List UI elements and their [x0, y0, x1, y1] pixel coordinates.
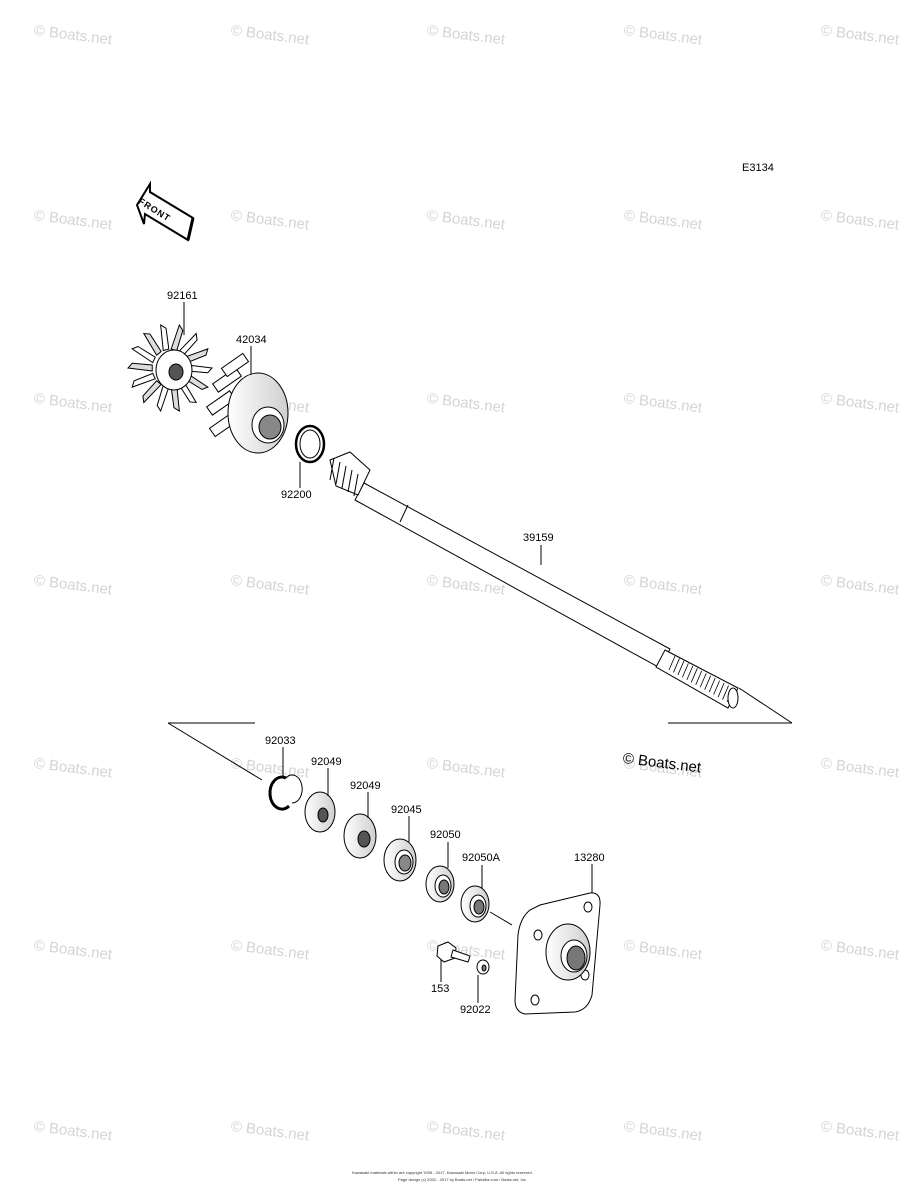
impeller-blade [156, 384, 170, 413]
spline-line [717, 682, 725, 698]
part-label-92049b[interactable]: 92049 [350, 780, 381, 792]
bearing-part-icon [383, 838, 417, 882]
drive-shaft-part-icon [329, 451, 739, 709]
spline-line [708, 677, 716, 693]
part-label-92033[interactable]: 92033 [265, 735, 296, 747]
part-label-92022[interactable]: 92022 [460, 1004, 491, 1016]
thread-line [335, 461, 341, 485]
thread-line [347, 469, 353, 493]
spline-line [690, 668, 698, 683]
impeller-blade [160, 324, 170, 352]
o-ring-part-icon [294, 424, 326, 464]
washer-part-icon [343, 813, 377, 859]
spline-line [677, 660, 685, 676]
impeller-blade [126, 362, 153, 372]
housing-part-icon [205, 352, 289, 454]
part-label-92200[interactable]: 92200 [281, 489, 312, 501]
spline-line [713, 680, 720, 695]
spline-line [695, 670, 703, 685]
thread-line [341, 465, 347, 489]
spline-line [668, 655, 676, 671]
circlip-part-icon [268, 774, 303, 811]
impeller-blade [131, 372, 156, 388]
spline-line [686, 665, 694, 681]
part-label-39159[interactable]: 39159 [523, 532, 554, 544]
part-label-92049a[interactable]: 92049 [311, 756, 342, 768]
spline-line [704, 675, 712, 690]
part-label-92161[interactable]: 92161 [167, 290, 198, 302]
impeller-blade [142, 332, 162, 357]
part-label-13280[interactable]: 13280 [574, 852, 605, 864]
front-arrow-icon [135, 180, 195, 242]
impeller-blade [142, 380, 162, 404]
part-label-153[interactable]: 153 [431, 983, 450, 995]
washer-part-icon [304, 791, 336, 833]
leader-92050a-13280 [489, 911, 513, 926]
part-label-92045[interactable]: 92045 [391, 804, 422, 816]
spline-line [699, 673, 707, 688]
section-divider [167, 687, 793, 781]
spline-line [673, 658, 680, 673]
thread-line [329, 457, 335, 481]
spline-line [682, 663, 689, 678]
impeller-blade [131, 345, 156, 364]
part-label-42034[interactable]: 42034 [236, 334, 267, 346]
impeller-blade [170, 323, 184, 352]
footer-line-2: Page design (c) 2002 - 2017 by Boats.net… [398, 1177, 527, 1182]
spline-line [722, 685, 729, 700]
oil-seal-part-icon [460, 885, 490, 923]
part-label-92050[interactable]: 92050 [430, 829, 461, 841]
bolt-part-icon [436, 941, 471, 963]
part-label-92050a[interactable]: 92050A [462, 852, 500, 864]
thread-line [353, 473, 359, 497]
small-washer-part-icon [476, 959, 490, 975]
impeller-part-icon [126, 323, 214, 413]
oil-seal-part-icon [425, 865, 455, 903]
footer-line-1: Kawasaki materials within are copyright … [352, 1170, 533, 1175]
diagram-code: E3134 [742, 162, 774, 174]
bearing-housing-part-icon [514, 892, 601, 1015]
